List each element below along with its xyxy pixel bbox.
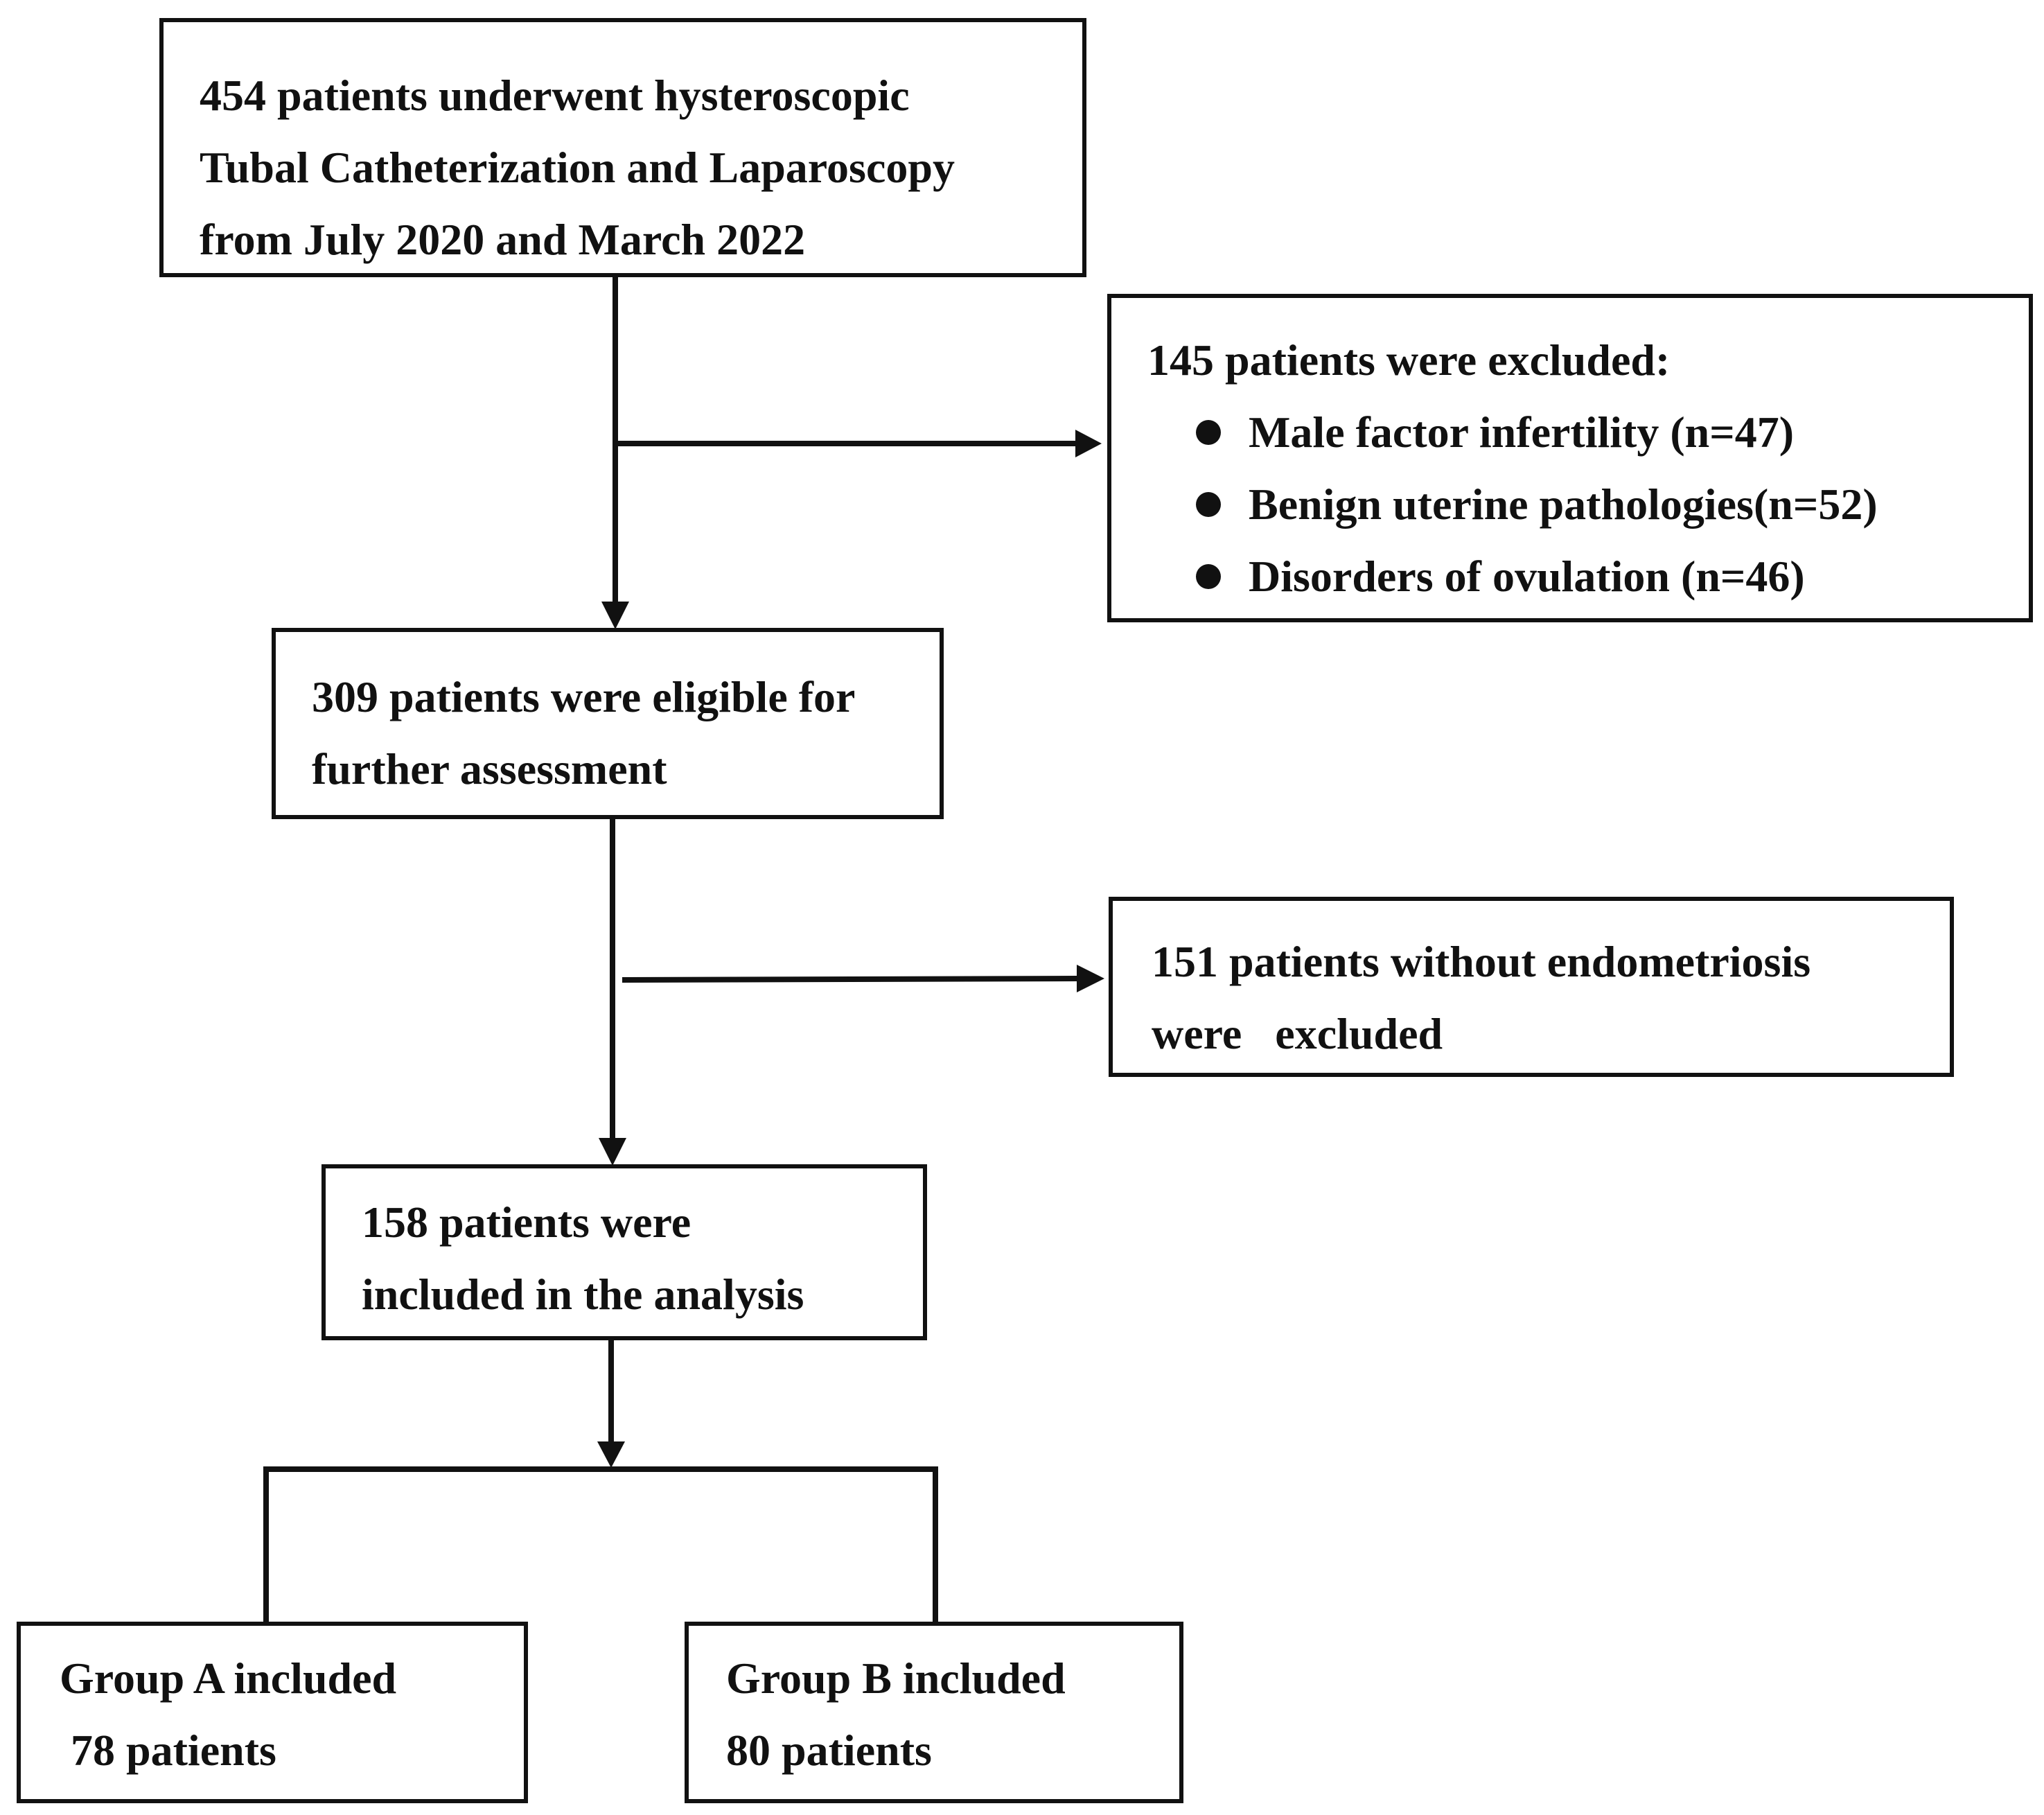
group-a-box: Group A included 78 patients (17, 1622, 528, 1803)
exclusion-2-line-1: 151 patients without endometriosis (1152, 937, 1811, 986)
arrowhead-eligible (601, 602, 629, 629)
exclusion-2-line-2: were excluded (1152, 1009, 1443, 1058)
start-line-3: from July 2020 and March 2022 (200, 215, 806, 264)
start-line-2: Tubal Catheterization and Laparoscopy (200, 143, 955, 192)
group-b-box: Group B included 80 patients (685, 1622, 1183, 1803)
arrow-to-exclusion-2 (622, 976, 1077, 983)
group-a-line-2: 78 patients (60, 1726, 276, 1775)
group-b-line-2: 80 patients (726, 1726, 932, 1775)
exclusion-1-reason-text: Disorders of ovulation (n=46) (1249, 552, 1805, 601)
exclusion-1-reason: Disorders of ovulation (n=46) (1196, 541, 2029, 613)
exclusion-1-reason-text: Benign uterine pathologies(n=52) (1249, 480, 1878, 529)
group-b-line-1: Group B included (726, 1654, 1066, 1703)
arrowhead-included (599, 1138, 626, 1166)
bullet-icon (1196, 492, 1221, 517)
start-line-1: 454 patients underwent hysteroscopic (200, 71, 910, 120)
included-line-1: 158 patients were (362, 1198, 691, 1247)
exclusion-1-reasons: Male factor infertility (n=47) Benign ut… (1147, 396, 2029, 613)
arrowhead-exclusion-1 (1075, 430, 1102, 457)
included-box: 158 patients were included in the analys… (321, 1164, 927, 1340)
arrowhead-exclusion-2 (1077, 965, 1104, 992)
bullet-icon (1196, 564, 1221, 589)
start-box: 454 patients underwent hysteroscopic Tub… (159, 18, 1086, 277)
exclusion-1-reason: Male factor infertility (n=47) (1196, 396, 2029, 468)
arrowhead-split (597, 1441, 625, 1468)
eligible-box: 309 patients were eligible for further a… (272, 628, 944, 819)
included-line-2: included in the analysis (362, 1270, 804, 1319)
bullet-icon (1196, 420, 1221, 445)
eligible-line-1: 309 patients were eligible for (312, 672, 856, 721)
group-a-line-1: Group A included (60, 1654, 397, 1703)
exclusion-1-reason: Benign uterine pathologies(n=52) (1196, 468, 2029, 541)
exclusion-box-2: 151 patients without endometriosis were … (1109, 897, 1954, 1077)
exclusion-1-heading: 145 patients were excluded: (1147, 335, 1671, 385)
exclusion-box-1: 145 patients were excluded: Male factor … (1107, 294, 2033, 622)
eligible-line-2: further assessment (312, 744, 667, 793)
exclusion-1-reason-text: Male factor infertility (n=47) (1249, 407, 1795, 457)
